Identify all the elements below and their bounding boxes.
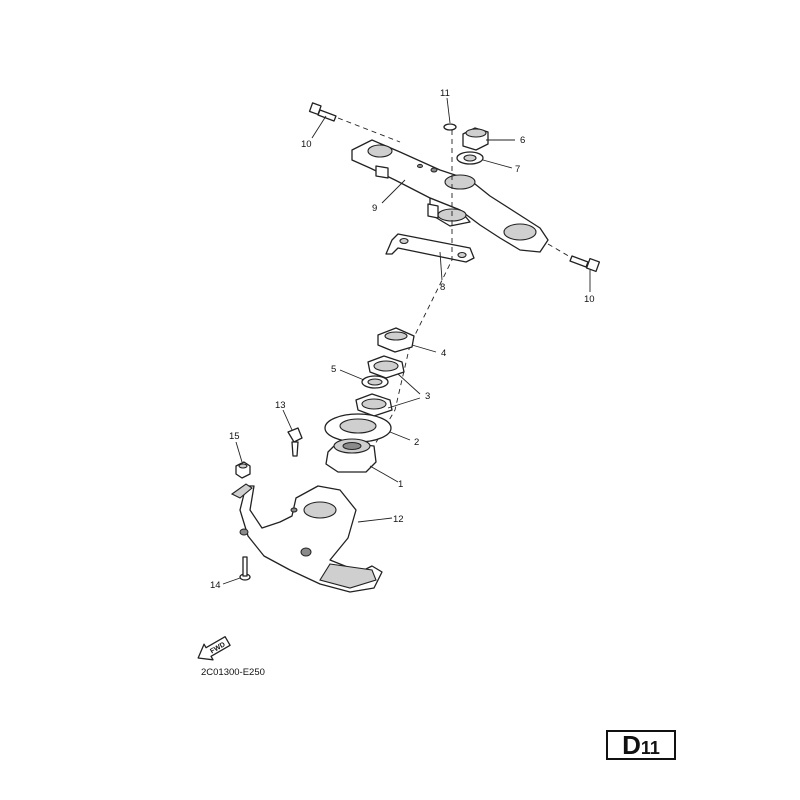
callout-12: 12 <box>393 514 404 525</box>
callout-11: 11 <box>440 88 450 99</box>
callout-labels: 1 2 3 4 5 6 7 8 9 10 10 11 12 13 14 15 <box>210 88 595 591</box>
callout-8: 8 <box>440 282 445 293</box>
callout-15: 15 <box>229 431 240 442</box>
bearing <box>325 438 377 473</box>
page-id-letter: D <box>622 730 641 760</box>
washer <box>456 151 484 165</box>
bearing-cover <box>377 327 415 353</box>
page-id-number: 11 <box>640 738 660 758</box>
screw-13 <box>287 427 303 457</box>
callout-1: 1 <box>398 479 403 490</box>
callout-9: 9 <box>372 203 377 214</box>
steering-stem-nut <box>462 127 489 151</box>
callout-14: 14 <box>210 580 221 591</box>
screw-14 <box>239 556 251 581</box>
ring-nut-lower <box>355 393 393 417</box>
page-id-box: D 11 <box>606 730 676 760</box>
callout-10-lower: 10 <box>584 294 595 305</box>
callout-7: 7 <box>515 164 520 175</box>
callout-5: 5 <box>331 364 336 375</box>
callout-13: 13 <box>275 400 286 411</box>
callout-10-upper: 10 <box>301 139 312 150</box>
fwd-arrow-icon: FWD <box>197 636 231 661</box>
fwd-label: FWD <box>209 641 226 655</box>
upper-bracket <box>351 139 549 253</box>
leader-lines <box>222 97 591 585</box>
o-ring <box>443 123 457 131</box>
callout-2: 2 <box>414 437 419 448</box>
bearing-race <box>324 413 392 443</box>
bolt-lower-right <box>569 255 601 273</box>
bracket-plate <box>385 233 475 263</box>
callout-6: 6 <box>520 135 525 146</box>
callout-4: 4 <box>441 348 446 359</box>
diagram-code: 2C01300-E250 <box>201 667 265 678</box>
bolt-upper-left <box>308 102 337 122</box>
lock-washer <box>361 375 389 389</box>
lower-cover <box>230 483 383 593</box>
callout-3: 3 <box>425 391 430 402</box>
nut-15 <box>235 461 251 479</box>
ring-nut-upper <box>367 355 405 379</box>
